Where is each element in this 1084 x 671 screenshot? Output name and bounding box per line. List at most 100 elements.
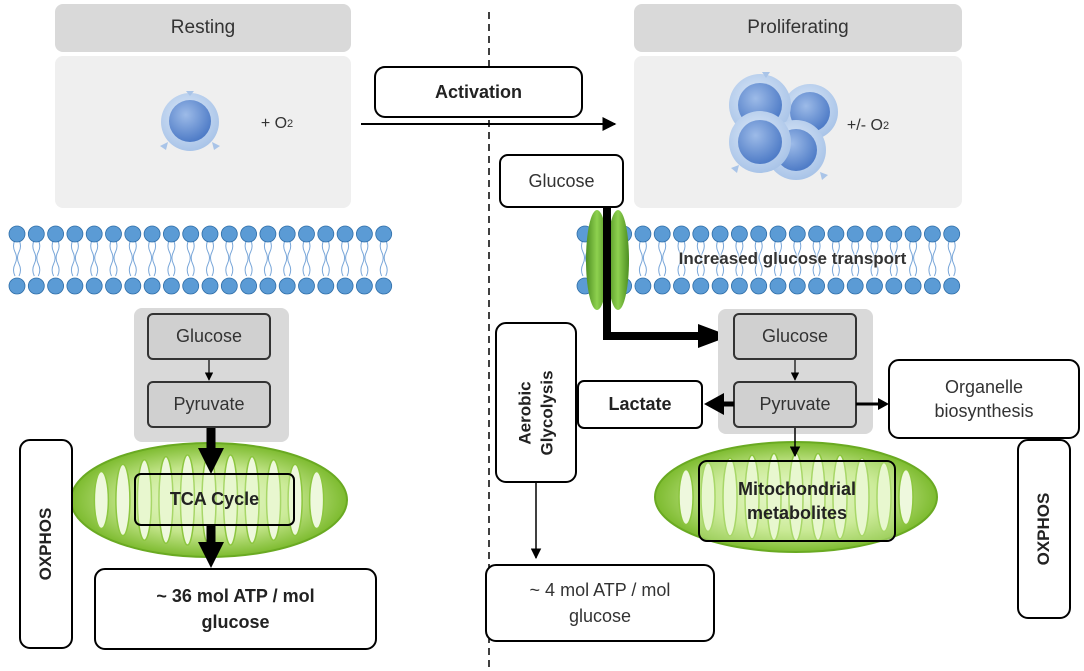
lipid-tail [638,239,647,277]
right-mitochondrion-icon [654,441,938,553]
lipid-head [943,225,961,243]
lipid-head [201,225,219,243]
lipid-tail [947,239,956,277]
crista [93,470,110,530]
lipid-head [750,277,768,295]
resting-header-box [55,4,351,52]
lipid-head [711,225,729,243]
lipid-tail [812,239,821,277]
lipid-tail [677,239,686,277]
lipid-tail [909,239,918,277]
lipid-head [731,225,748,243]
resting-cell-icon [160,91,220,151]
lipid-head [66,277,84,295]
lipid-head [866,225,883,243]
lipid-head [47,225,64,243]
lipid-head [298,277,315,295]
lipid-head [788,277,806,295]
lipid-head [634,225,652,243]
oxphos-right-label: OXPHOS [1034,492,1053,566]
lipid-tail [263,239,272,277]
lipid-head [769,277,787,295]
left-pyruvate-box [147,381,271,428]
mitochondrial-metabolites-box [698,460,896,542]
crista [179,454,196,546]
lipid-head [711,277,729,295]
lipid-head [8,277,26,295]
lipid-head [375,277,393,295]
crista [722,457,738,537]
lipid-head [162,225,180,243]
lipid-head [47,277,64,295]
lipid-head [85,225,103,243]
lipid-tail [793,239,802,277]
lipid-head [924,277,941,295]
lipid-tail [735,239,744,277]
atp-right-box [485,564,715,642]
lipid-head [220,225,238,243]
activation-box [374,66,583,118]
crista [115,463,131,537]
lipid-tail [870,239,879,277]
lipid-head [27,225,45,243]
atp-left-box [94,568,377,650]
crista [136,458,153,542]
lipid-head [85,277,103,295]
lipid-head [885,225,903,243]
lipid-head [692,225,710,243]
left-pyruvate-label: Pyruvate [173,394,245,414]
tca-cycle-label: TCA Cycle [169,489,260,509]
crista [158,455,174,545]
lipid-head [731,277,748,295]
glucose-outside-label: Glucose [528,170,595,191]
lipid-tail [283,239,292,277]
proliferating-header: Proliferating [747,17,849,38]
organelle-biosynthesis-box [888,359,1080,439]
lipid-head [375,225,393,243]
lipid-head [105,225,122,243]
lipid-head [788,225,806,243]
lipid-head [846,225,864,243]
lipid-head [259,225,277,243]
crista [700,461,716,533]
lipid-tail [206,239,214,277]
lipid-tail [360,239,369,277]
lipid-tail [774,239,782,277]
crista [287,463,303,537]
lipid-head [808,225,825,243]
lipid-head [182,225,200,243]
lipid-tail [148,239,157,277]
lipid-tail [341,239,350,277]
crista [854,457,870,537]
lipid-head [692,277,710,295]
crista [876,461,892,533]
lipid-head [653,277,671,295]
right-glucose-box [733,313,857,360]
lipid-head [143,277,161,295]
left-glucose-box [147,313,271,360]
crista [832,454,848,540]
lipid-head [355,277,373,295]
lipid-head [904,277,922,295]
lipid-tail [51,239,60,277]
lipid-tail [186,239,195,277]
lipid-head [317,225,335,243]
glucose-outside-box [499,154,624,208]
lipid-head [673,277,690,295]
lipid-tail [128,239,137,277]
lipid-head [943,277,961,295]
lipid-tail [928,239,937,277]
lipid-head [924,225,941,243]
lipid-head [769,225,787,243]
lipid-head [124,277,142,295]
lipid-tail [658,239,667,277]
lipid-head [866,277,883,295]
